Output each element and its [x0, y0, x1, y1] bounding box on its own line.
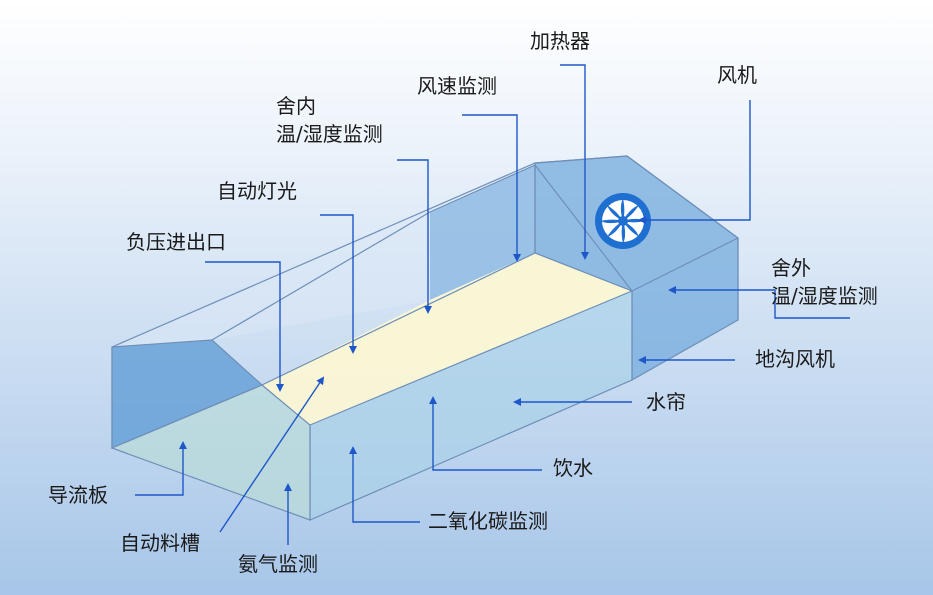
label-inside-line2: 温/湿度监测: [276, 122, 383, 146]
label-deflector: 导流板: [48, 483, 108, 507]
label-feeder: 自动料槽: [120, 531, 200, 555]
arrow-drinking: [429, 396, 542, 471]
arrow-wind-speed: [462, 114, 521, 262]
arrow-auto-light: [320, 214, 357, 354]
label-outside-line1: 舍外: [771, 256, 811, 280]
frame-edges: [111, 155, 739, 448]
label-heater: 加热器: [530, 29, 590, 53]
label-water-curtain: 水帘: [646, 390, 686, 414]
arrow-co2: [349, 446, 420, 523]
arrow-inside-temp: [397, 159, 432, 314]
label-outside-line2: 温/湿度监测: [771, 284, 878, 308]
arrow-deflector: [135, 441, 187, 496]
arrow-outside-temp: [668, 286, 850, 319]
label-neg-pressure: 负压进出口: [126, 230, 226, 254]
back-wall-right: [430, 165, 535, 300]
arrow-feeder: [219, 376, 325, 533]
label-floor-fan: 地沟风机: [755, 347, 835, 371]
fan-icon: [595, 193, 651, 249]
label-co2: 二氧化碳监测: [428, 509, 548, 533]
floor: [262, 253, 632, 425]
label-auto-light: 自动灯光: [217, 179, 297, 203]
arrow-heater: [560, 64, 589, 260]
label-fan: 风机: [717, 63, 757, 87]
label-inside-line1: 舍内: [276, 94, 316, 118]
label-ammonia: 氨气监测: [238, 552, 318, 576]
arrow-neg-pressure: [205, 261, 284, 392]
arrow-fan: [638, 100, 751, 224]
label-drinking: 饮水: [553, 456, 593, 480]
label-wind-speed: 风速监测: [417, 74, 497, 98]
